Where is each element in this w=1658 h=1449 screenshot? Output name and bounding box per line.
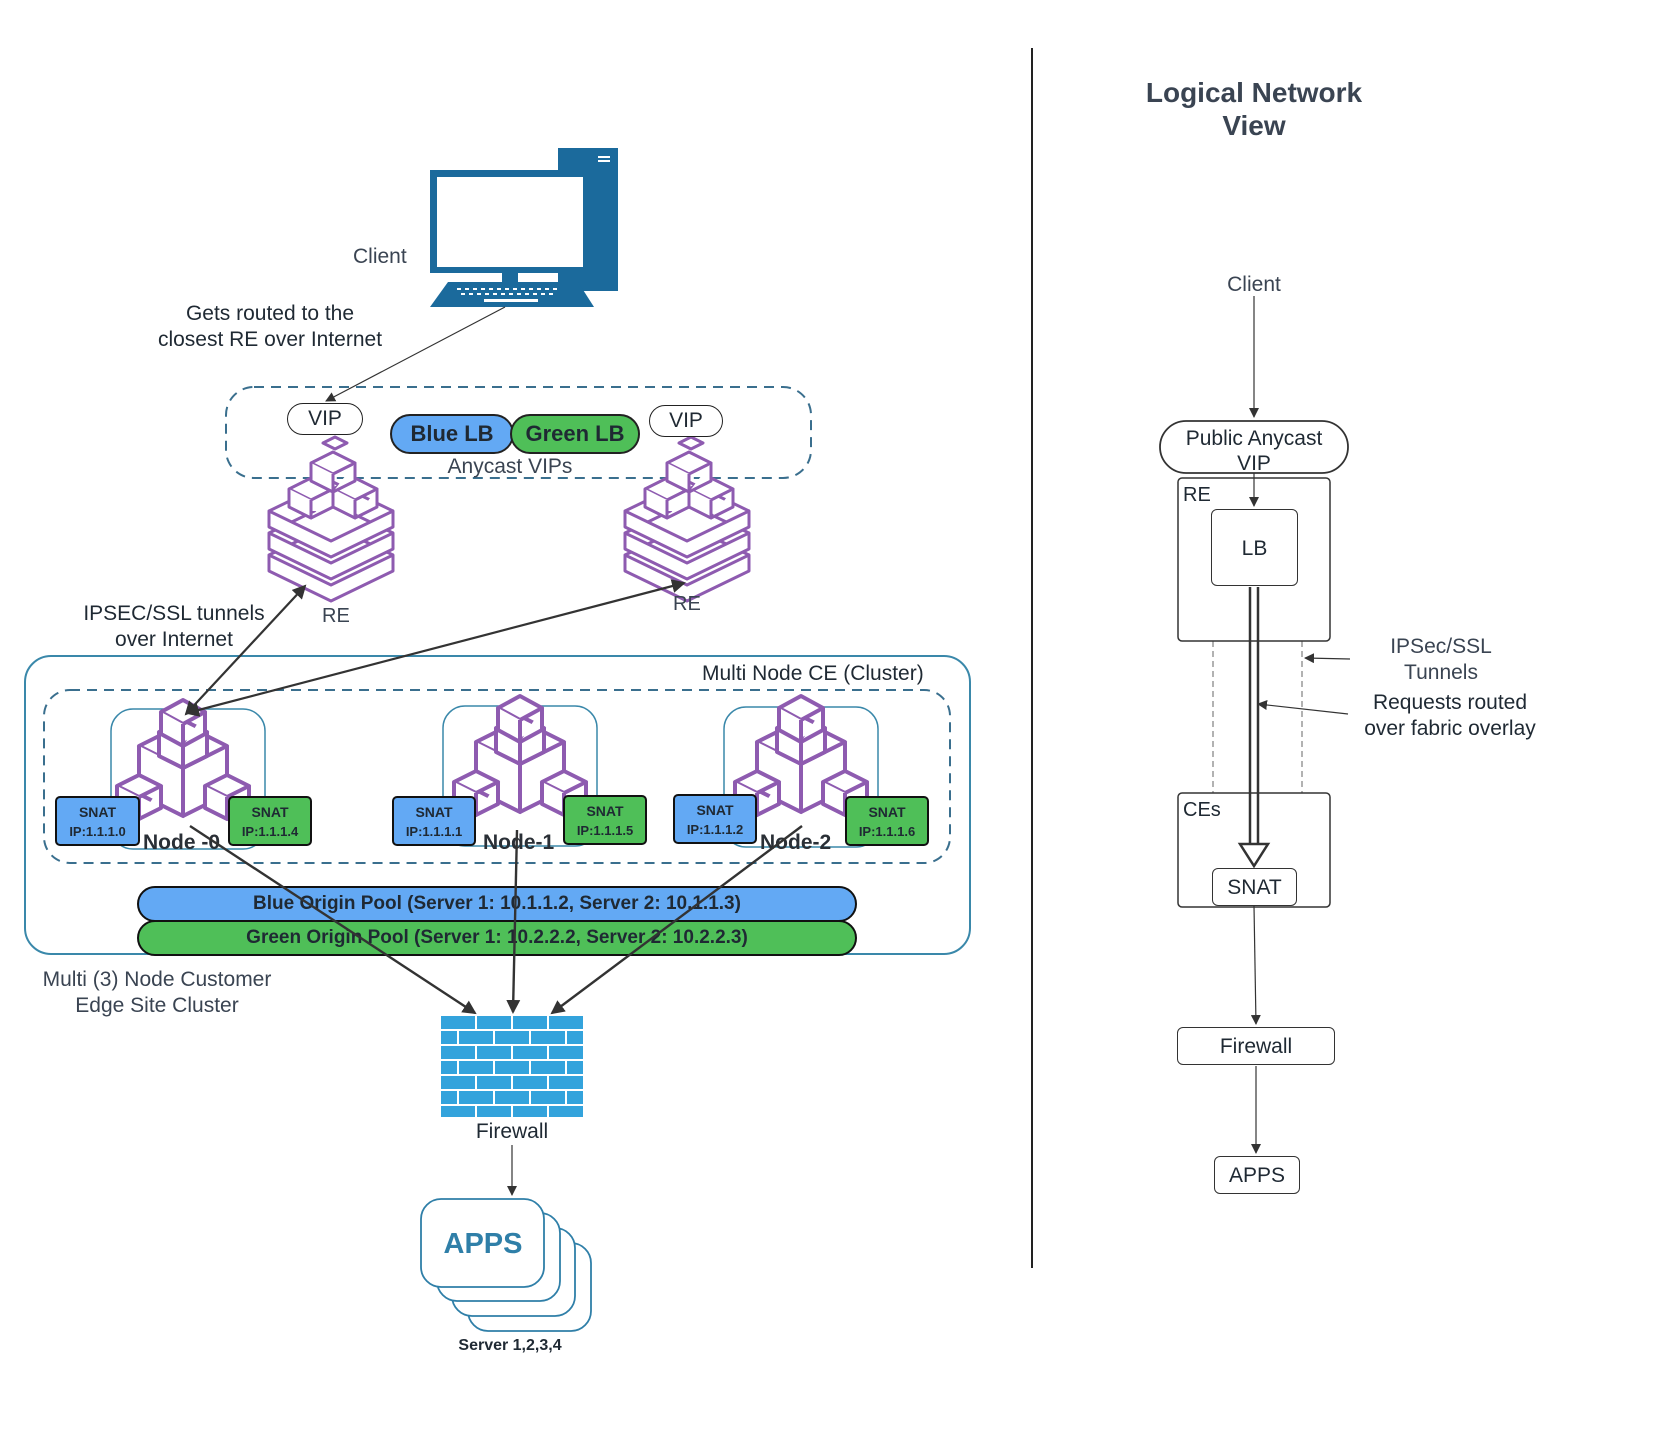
node-1-label: Node-1 [483, 831, 555, 854]
logical-public-vip-label: Public Anycast VIP [1185, 427, 1323, 475]
logical-re-box [1177, 477, 1331, 642]
logical-snat-box: SNAT [1212, 868, 1297, 906]
node-0-label: Node -0 [143, 831, 221, 854]
overlay-pointer-arrow [1257, 700, 1349, 715]
logical-ces-label: CEs [1183, 799, 1221, 821]
tunnel-arrow-re-right [185, 579, 686, 717]
ipsec-pointer-arrow [1304, 653, 1351, 664]
vip-left-badge: VIP [287, 403, 363, 435]
vip-right-badge: VIP [649, 405, 723, 437]
re-right-icon [623, 435, 751, 603]
client-to-vip-arrow [325, 306, 506, 402]
firewall-label: Firewall [475, 1120, 549, 1143]
anycast-vip-region [225, 386, 812, 479]
re-left-icon [267, 435, 395, 603]
apps-label: APPS [443, 1228, 523, 1260]
logical-view-title: Logical Network View [1145, 77, 1363, 141]
blue-origin-pool: Blue Origin Pool (Server 1: 10.1.1.2, Se… [137, 886, 857, 922]
anycast-vips-label: Anycast VIPs [447, 455, 573, 478]
logical-snat-to-firewall-arrow [1250, 905, 1261, 1025]
client-label: Client [353, 245, 407, 268]
logical-public-vip-box [1159, 420, 1349, 474]
firewall-icon [440, 1015, 584, 1118]
logical-lb-box: LB [1211, 509, 1298, 586]
re-right-label: RE [673, 593, 701, 615]
apps-stack-icon [420, 1198, 592, 1332]
logical-ces-box [1177, 792, 1331, 908]
logical-client-label: Client [1227, 273, 1281, 296]
logical-re-label: RE [1183, 484, 1211, 506]
blue-lb-badge: Blue LB [390, 414, 514, 454]
re-left-label: RE [322, 605, 350, 627]
logical-firewall-box: Firewall [1177, 1027, 1335, 1065]
cluster-caption: Multi (3) Node Customer Edge Site Cluste… [42, 968, 272, 1017]
cluster-title: Multi Node CE (Cluster) [702, 662, 924, 685]
servers-label: Server 1,2,3,4 [458, 1337, 562, 1354]
green-lb-badge: Green LB [510, 414, 640, 454]
logical-overlay-label: Requests routed over fabric overlay [1364, 691, 1536, 740]
logical-ipsec-label: IPSec/SSL Tunnels [1390, 635, 1492, 684]
routing-note: Gets routed to the closest RE over Inter… [157, 302, 383, 351]
green-origin-pool: Green Origin Pool (Server 1: 10.2.2.2, S… [137, 920, 857, 956]
logical-apps-box: APPS [1214, 1156, 1300, 1194]
tunnels-note: IPSEC/SSL tunnels over Internet [83, 602, 265, 651]
client-computer-icon [430, 148, 618, 307]
node-2-label: Node-2 [760, 831, 832, 854]
